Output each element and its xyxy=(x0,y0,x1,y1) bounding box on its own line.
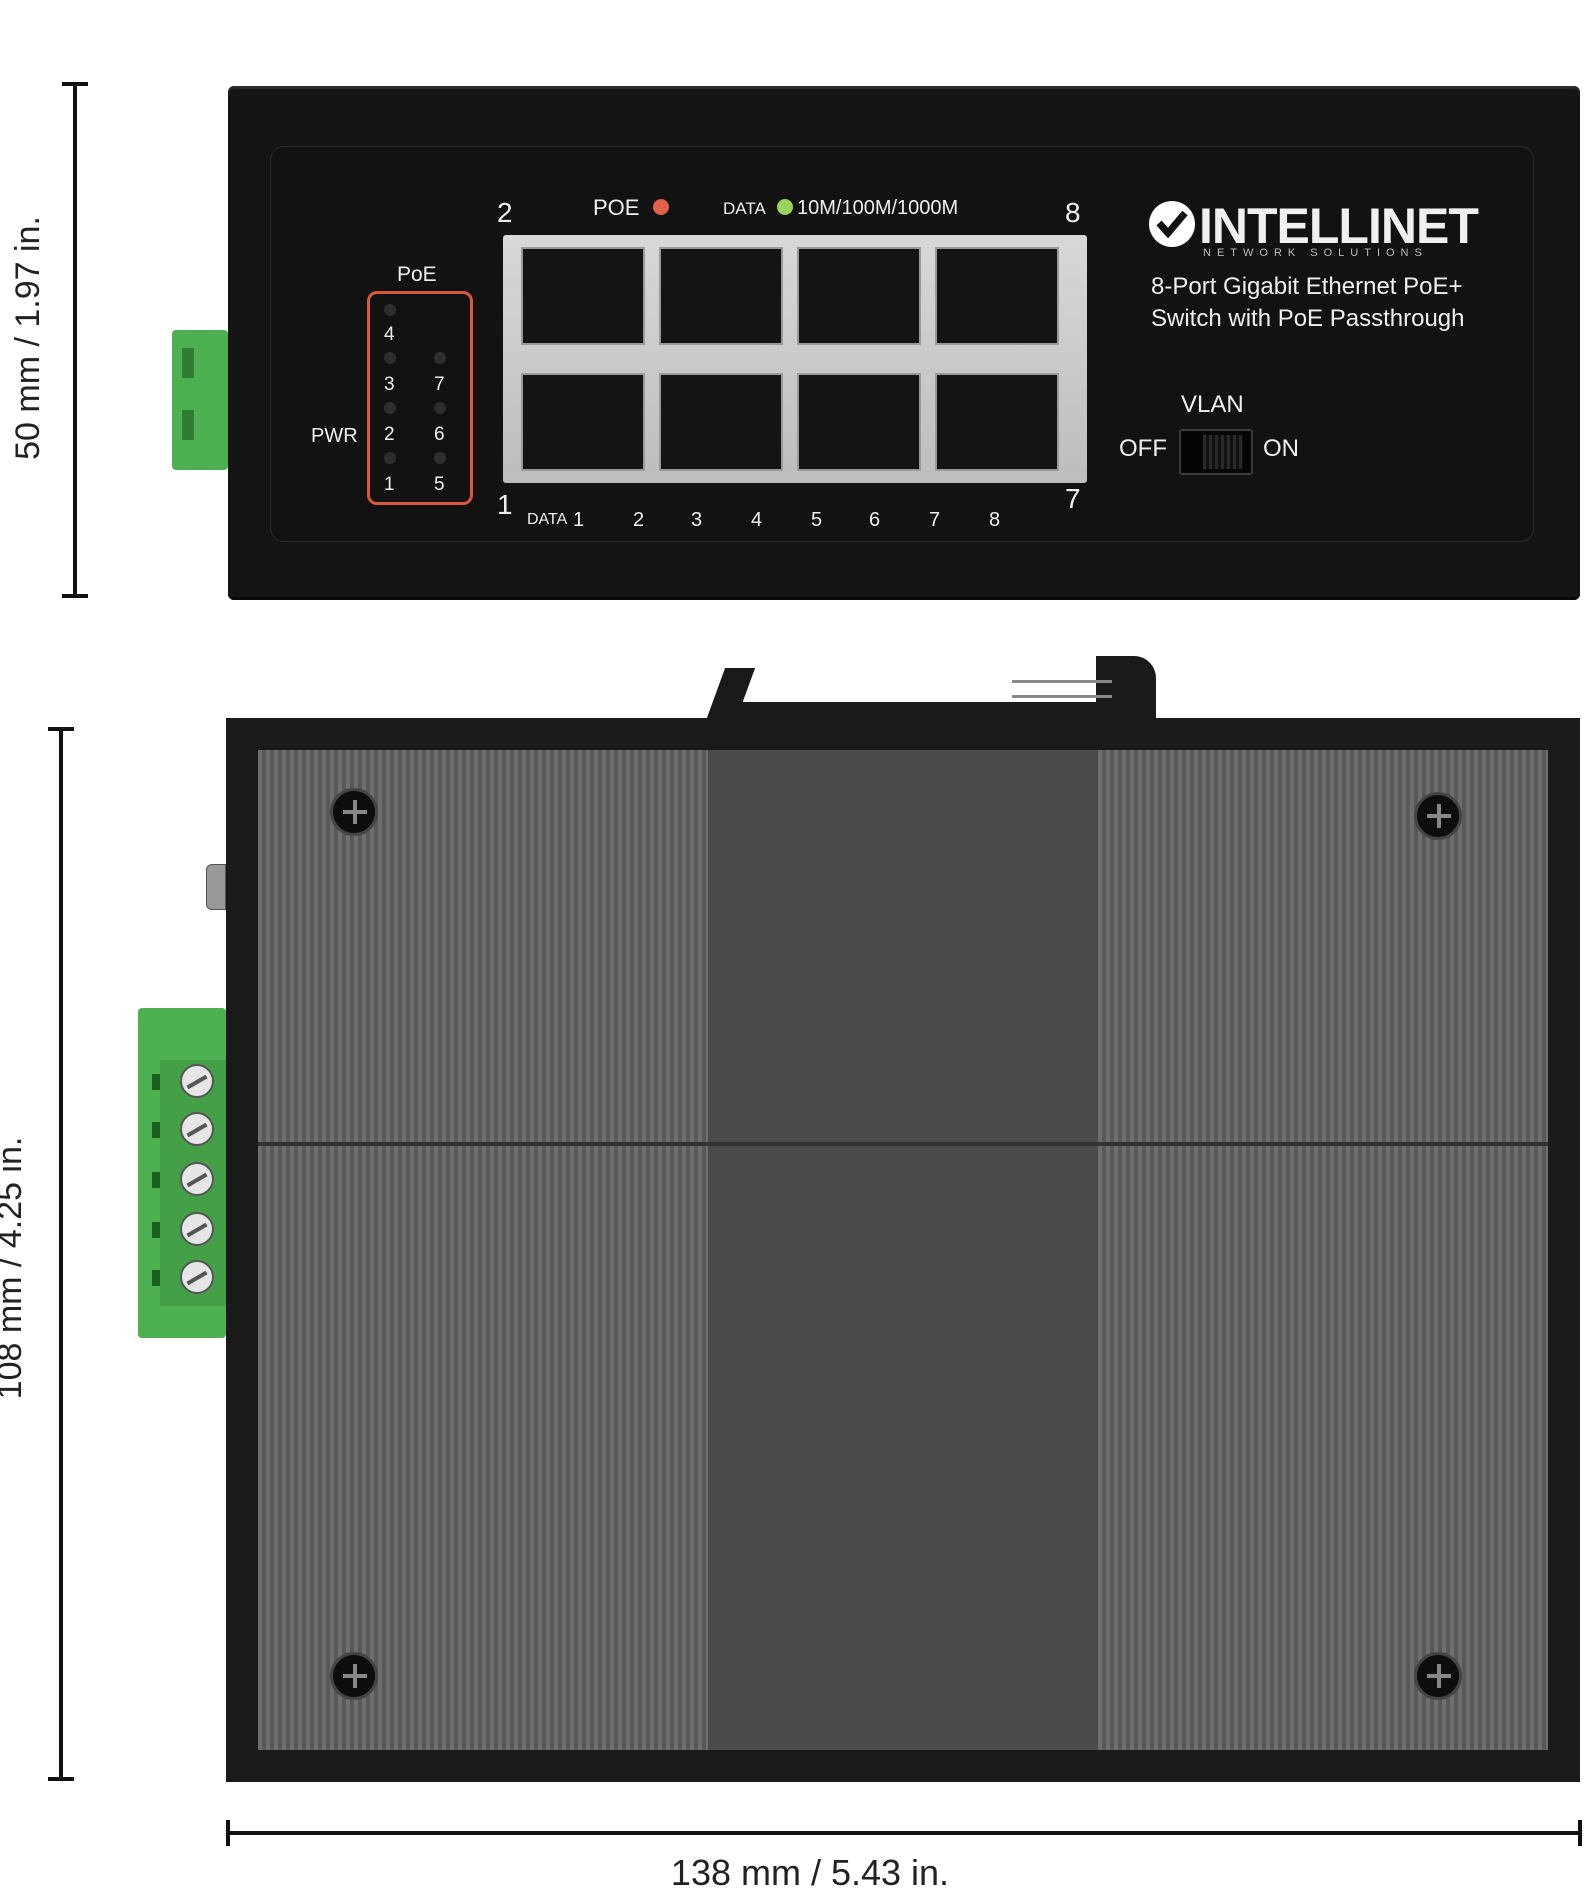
terminal-slot xyxy=(182,348,194,378)
led-number: 5 xyxy=(434,474,445,495)
led-poe-1 xyxy=(384,452,396,464)
terminal-screw-icon xyxy=(180,1260,214,1294)
rj45-port-1[interactable] xyxy=(521,373,645,471)
data-led xyxy=(777,199,793,215)
brand-name: INTELLINET xyxy=(1199,198,1479,254)
port-number: 3 xyxy=(691,509,703,531)
terminal-screw-icon xyxy=(180,1064,214,1098)
body-length-label: 108 mm / 4.25 in. xyxy=(0,1136,29,1400)
dim-line xyxy=(73,82,77,598)
body-width-label: 138 mm / 5.43 in. xyxy=(670,1852,950,1893)
terminal-block-side xyxy=(172,330,228,470)
front-panel: PoE 4 3 2 1 7 6 5 PWR 2 POE DATA 10M/100… xyxy=(270,146,1534,542)
heatsink-fins-right xyxy=(1098,750,1548,1750)
terminal-slot xyxy=(182,410,194,440)
poe-led xyxy=(653,199,669,215)
product-name-line2: Switch with PoE Passthrough xyxy=(1151,305,1465,332)
corner-number-bottom-left: 1 xyxy=(497,489,513,520)
brand-logo: INTELLINET NETWORK SOLUTIONS xyxy=(1149,197,1509,267)
din-rail-clip xyxy=(706,656,1166,718)
port-number: 7 xyxy=(929,509,941,531)
center-plate xyxy=(708,750,1098,1750)
terminal-slot xyxy=(152,1172,160,1188)
rj45-port-2[interactable] xyxy=(521,247,645,345)
product-name-line1: 8-Port Gigabit Ethernet PoE+ xyxy=(1151,273,1463,300)
corner-number-top-left: 2 xyxy=(497,197,513,228)
terminal-slot xyxy=(152,1270,160,1286)
screw-icon xyxy=(330,788,378,836)
clip-bar xyxy=(736,702,1156,718)
screw-icon xyxy=(1414,792,1462,840)
led-number: 6 xyxy=(434,424,445,445)
terminal-screw-icon xyxy=(180,1162,214,1196)
checkmark-logo-icon xyxy=(1149,201,1195,247)
vlan-on-label: ON xyxy=(1263,435,1299,462)
port-number: 4 xyxy=(751,509,763,531)
led-number: 7 xyxy=(434,374,445,395)
led-poe-7 xyxy=(434,352,446,364)
rj45-port-4[interactable] xyxy=(659,247,783,345)
terminal-slot xyxy=(152,1074,160,1090)
port-number: 1 xyxy=(573,509,585,531)
rj45-port-bank xyxy=(503,235,1087,483)
led-poe-5 xyxy=(434,452,446,464)
pwr-label: PWR xyxy=(311,425,358,447)
dim-line xyxy=(226,1831,1582,1835)
data-row-label: DATA xyxy=(527,511,568,528)
port-number: 6 xyxy=(869,509,881,531)
front-height-label: 50 mm / 1.97 in. xyxy=(9,216,47,460)
led-number: 2 xyxy=(384,424,395,445)
data-indicator-label: DATA xyxy=(723,199,766,218)
vlan-label: VLAN xyxy=(1181,391,1244,418)
side-screw-icon xyxy=(206,864,226,910)
screw-icon xyxy=(1414,1652,1462,1700)
terminal-screw-icon xyxy=(180,1212,214,1246)
rj45-port-6[interactable] xyxy=(797,247,921,345)
led-number: 1 xyxy=(384,474,395,495)
switch-top-view xyxy=(226,718,1580,1782)
screw-icon xyxy=(330,1652,378,1700)
terminal-slot xyxy=(152,1222,160,1238)
vlan-off-label: OFF xyxy=(1119,435,1167,462)
terminal-block xyxy=(138,1008,226,1338)
rj45-port-3[interactable] xyxy=(659,373,783,471)
terminal-screw-icon xyxy=(180,1112,214,1146)
led-poe-6 xyxy=(434,402,446,414)
dim-cap-right xyxy=(1578,1820,1582,1846)
led-poe-2 xyxy=(384,402,396,414)
corner-number-top-right: 8 xyxy=(1065,197,1081,228)
dim-line xyxy=(59,727,63,1781)
body-length-dimension xyxy=(46,727,76,1783)
heatsink-fins-left xyxy=(258,750,708,1750)
clip-spring xyxy=(1012,680,1112,698)
port-number: 2 xyxy=(633,509,645,531)
led-group-box: 4 3 2 1 7 6 5 xyxy=(367,291,473,505)
port-number: 5 xyxy=(811,509,823,531)
poe-indicator-label: POE xyxy=(593,195,640,220)
rj45-port-5[interactable] xyxy=(797,373,921,471)
led-number: 3 xyxy=(384,374,395,395)
speed-label: 10M/100M/1000M xyxy=(797,197,959,219)
port-number: 8 xyxy=(989,509,1001,531)
brand-tagline: NETWORK SOLUTIONS xyxy=(1203,247,1428,259)
switch-front-view: PoE 4 3 2 1 7 6 5 PWR 2 POE DATA 10M/100… xyxy=(228,86,1580,600)
corner-number-bottom-right: 7 xyxy=(1065,483,1081,514)
vlan-toggle-switch[interactable] xyxy=(1179,429,1253,475)
led-poe-4 xyxy=(384,304,396,316)
led-poe-3 xyxy=(384,352,396,364)
terminal-slot xyxy=(152,1122,160,1138)
vlan-toggle-knob xyxy=(1203,435,1243,469)
rj45-port-8[interactable] xyxy=(935,247,1059,345)
rj45-port-7[interactable] xyxy=(935,373,1059,471)
dim-cap-bottom xyxy=(48,1777,74,1781)
poe-group-label: PoE xyxy=(397,263,437,286)
body-width-dimension xyxy=(226,1818,1582,1848)
dim-cap-bottom xyxy=(62,594,88,598)
seam-line xyxy=(258,1142,1548,1146)
led-number: 4 xyxy=(384,324,395,345)
